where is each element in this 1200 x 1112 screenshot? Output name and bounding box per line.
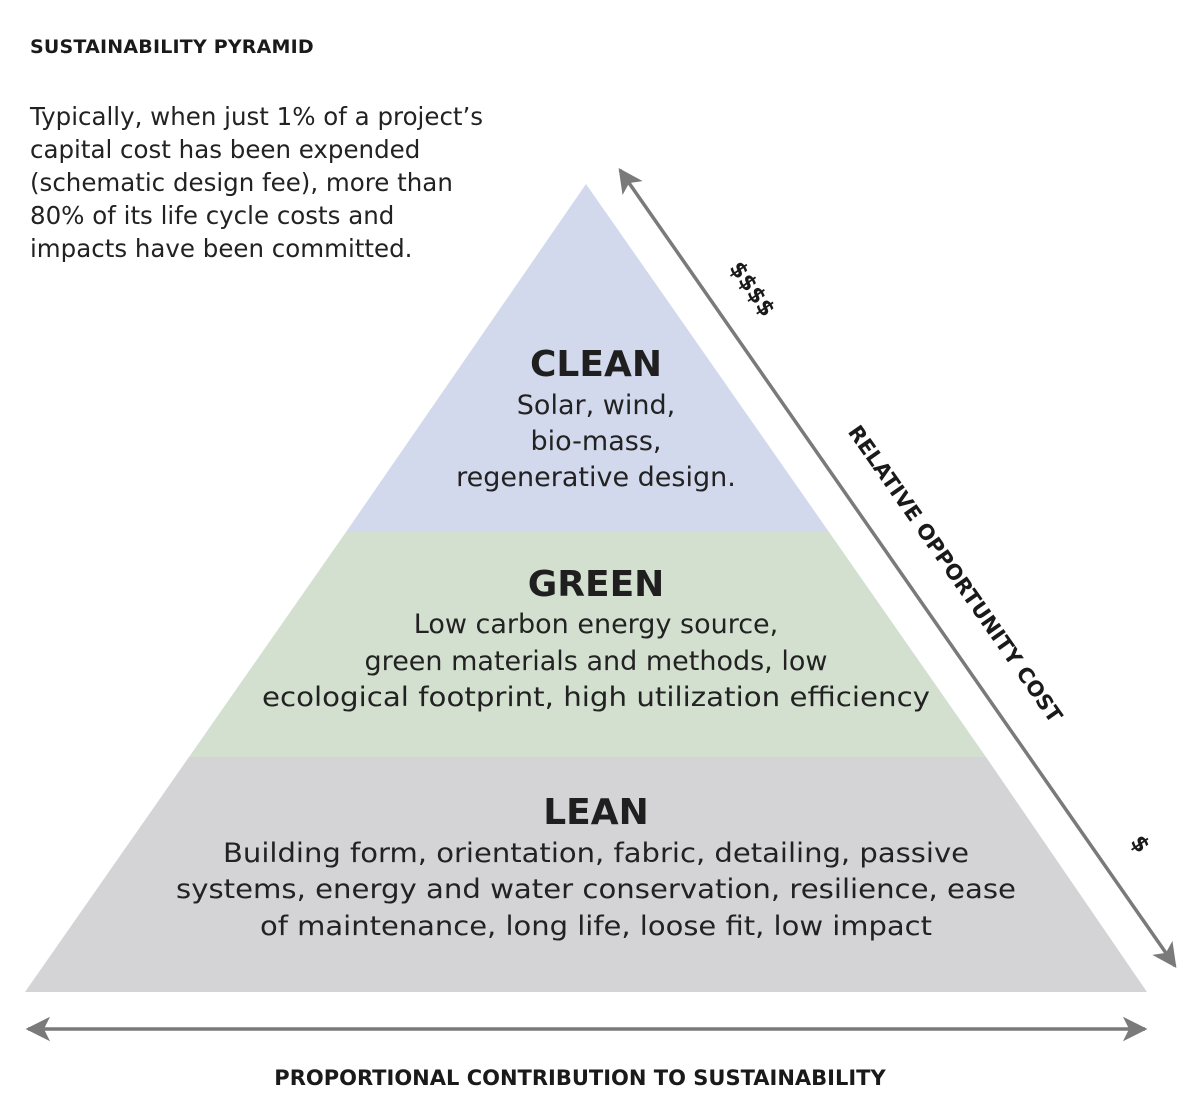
- tier-green-title: GREEN: [528, 564, 665, 605]
- tier-lean-line: Building form, orientation, fabric, deta…: [223, 838, 969, 869]
- intro-text: Typically, when just 1% of a project’s c…: [30, 100, 510, 265]
- tier-lean-title: LEAN: [543, 792, 649, 833]
- tier-green-line: Low carbon energy source,: [414, 609, 779, 640]
- low-cost-label: $: [1125, 831, 1154, 858]
- tier-clean-title: CLEAN: [530, 344, 662, 385]
- intro-line: (schematic design fee), more than: [30, 168, 453, 197]
- tier-green-line: ecological footprint, high utilization e…: [262, 682, 930, 713]
- high-cost-label: $$$$: [724, 257, 780, 322]
- tier-lean-line: systems, energy and water conservation, …: [176, 874, 1016, 905]
- opportunity-cost-arrow: [618, 167, 1177, 969]
- intro-line: capital cost has been expended: [30, 135, 421, 164]
- intro-line: Typically, when just 1% of a project’s: [30, 102, 484, 131]
- intro-line: impacts have been committed.: [30, 234, 413, 263]
- proportional-contribution-label: PROPORTIONAL CONTRIBUTION TO SUSTAINABIL…: [274, 1066, 886, 1090]
- tier-clean-line: Solar, wind,: [517, 390, 675, 421]
- intro-line: 80% of its life cycle costs and: [30, 201, 395, 230]
- tier-lean-line: of maintenance, long life, loose fit, lo…: [260, 911, 932, 942]
- tier-clean-line: regenerative design.: [456, 462, 736, 493]
- tier-clean-line: bio-mass,: [531, 426, 662, 457]
- page-title: SUSTAINABILITY PYRAMID: [30, 36, 314, 58]
- tier-green-line: green materials and methods, low: [365, 646, 828, 677]
